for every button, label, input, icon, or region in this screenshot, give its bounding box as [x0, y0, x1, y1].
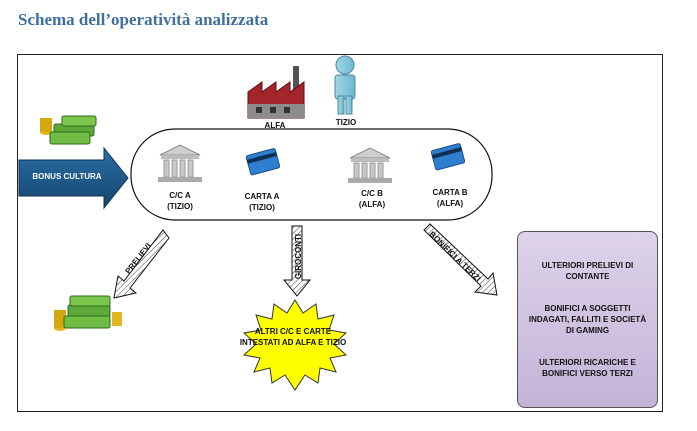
account-label: C/C A(TIZIO)	[167, 191, 193, 211]
burst-label: ALTRI C/C E CARTE INTESTATI AD ALFA E TI…	[239, 327, 347, 347]
account-label: CARTA A(TIZIO)	[244, 192, 280, 212]
factory-icon	[247, 66, 305, 119]
diagram-frame	[17, 54, 663, 412]
giroconti-label: GIROCONTI	[294, 233, 304, 280]
person-icon	[334, 55, 356, 115]
credit-card-icon	[245, 148, 281, 176]
outcomes-box: ULTERIORI PRELIEVI DI CONTANTE BONIFICI …	[517, 231, 658, 408]
money-stack-icon	[40, 115, 97, 145]
outcome-item: ULTERIORI PRELIEVI DI CONTANTE	[541, 261, 634, 282]
person-label: TIZIO	[335, 118, 357, 127]
page-title: Schema dell’operatività analizzata	[18, 10, 269, 29]
outcome-item: ULTERIORI RICARICHE E BONIFICI VERSO TER…	[539, 357, 636, 378]
starburst-icon	[242, 299, 348, 391]
outcome-item: BONIFICI A SOGGETTI INDAGATI, FALLITI E …	[528, 303, 647, 335]
bonifici-arrow	[423, 223, 498, 296]
bonus-cultura-label: BONUS CULTURA	[32, 172, 102, 181]
factory-label: ALFA	[264, 121, 286, 130]
money-stack-icon	[54, 295, 122, 331]
prelievi-arrow	[113, 229, 170, 299]
credit-card-icon	[430, 143, 466, 171]
accounts-container	[130, 128, 493, 221]
bonus-cultura-arrow	[18, 146, 129, 210]
bank-icon	[158, 144, 202, 182]
giroconti-arrow	[282, 225, 312, 297]
account-label: C/C B(ALFA)	[358, 189, 386, 209]
bank-icon	[348, 147, 392, 183]
account-label: CARTA B(ALFA)	[432, 188, 468, 208]
